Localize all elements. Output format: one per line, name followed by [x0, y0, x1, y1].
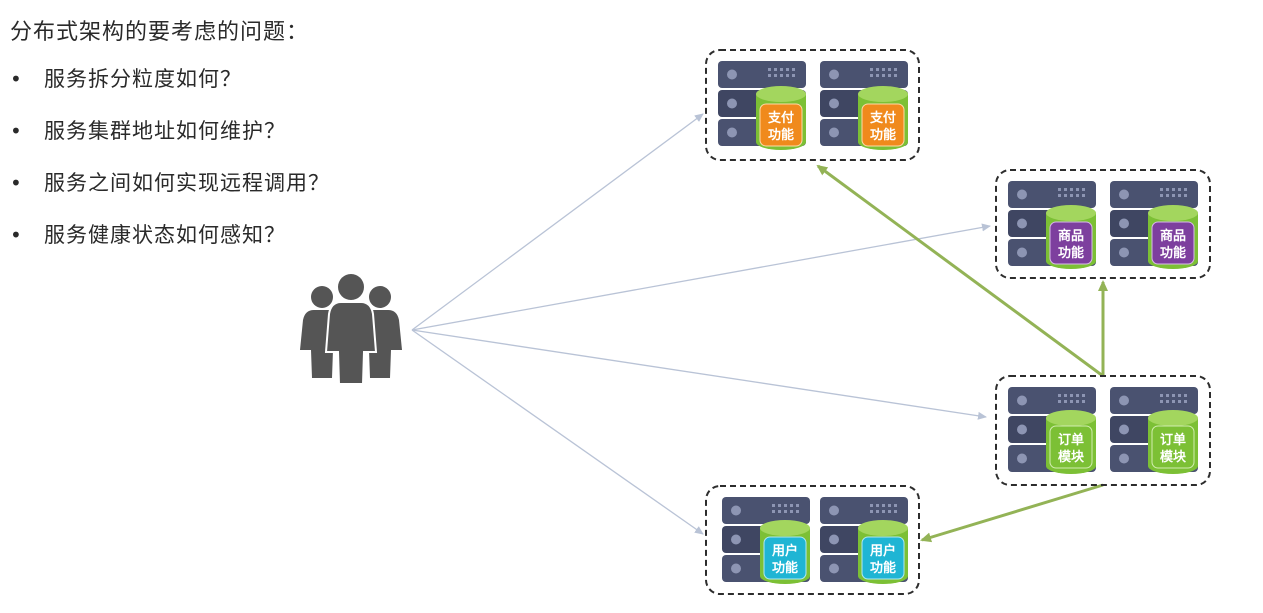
payment-service-cluster: 支付 功能 支付 功能 — [705, 49, 920, 161]
user-label-line2: 功能 — [772, 560, 798, 576]
question-item: 服务健康状态如何感知？ — [10, 216, 330, 268]
question-list: 服务拆分粒度如何？ 服务集群地址如何维护？ 服务之间如何实现远程调用？ 服务健康… — [10, 60, 330, 268]
order-label-line1: 订单 — [1160, 432, 1186, 448]
client-request-arrows — [411, 113, 991, 535]
user-service-cluster: 用户 功能 用户 功能 — [705, 485, 920, 595]
payment-label-line2: 功能 — [870, 127, 896, 143]
product-label-line1: 商品 — [1160, 228, 1186, 244]
order-label-line2: 模块 — [1058, 449, 1085, 465]
payment-label-line2: 功能 — [768, 127, 794, 143]
payment-label-line1: 支付 — [767, 110, 794, 126]
product-service-cluster: 商品 功能 商品 功能 — [995, 169, 1211, 279]
payment-label-line1: 支付 — [869, 110, 896, 126]
question-item: 服务之间如何实现远程调用？ — [10, 164, 330, 216]
order-label-line2: 模块 — [1160, 449, 1187, 465]
user-label-line2: 功能 — [870, 560, 896, 576]
product-label-line1: 商品 — [1058, 228, 1084, 244]
page-title: 分布式架构的要考虑的问题： — [10, 20, 310, 45]
question-item: 服务拆分粒度如何？ — [10, 60, 330, 112]
order-label-line1: 订单 — [1058, 432, 1084, 448]
order-service-cluster: 订单 模块 订单 模块 — [995, 375, 1211, 486]
user-label-line1: 用户 — [771, 543, 798, 559]
service-call-arrows — [816, 164, 1108, 543]
users-group-icon — [300, 274, 402, 385]
product-label-line2: 功能 — [1160, 245, 1186, 261]
user-label-line1: 用户 — [869, 543, 896, 559]
question-item: 服务集群地址如何维护？ — [10, 112, 330, 164]
product-label-line2: 功能 — [1058, 245, 1084, 261]
